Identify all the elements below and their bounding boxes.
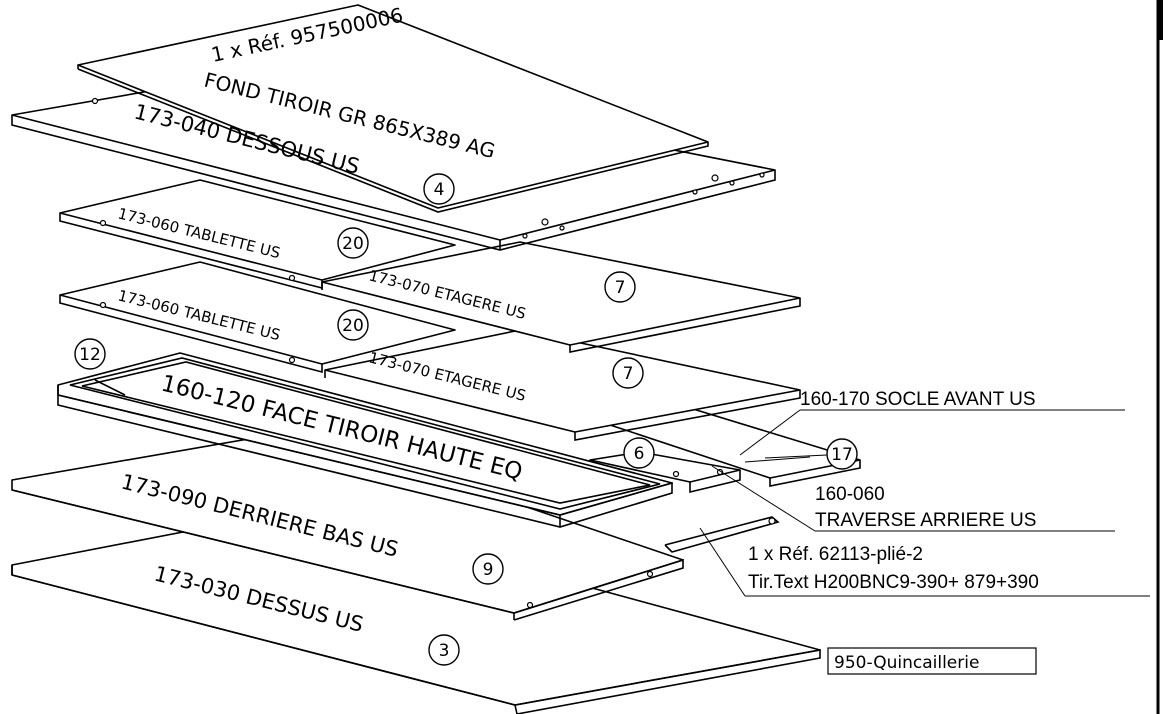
tir-text-label: Tir.Text H200BNC9-390+ 879+390 xyxy=(748,572,1039,593)
balloon-9: 9 xyxy=(472,553,504,585)
quincaillerie-label: 950-Quincaillerie xyxy=(834,653,979,673)
svg-text:12: 12 xyxy=(79,345,101,365)
svg-text:20: 20 xyxy=(342,234,364,254)
traverse-code-label: 160-060 xyxy=(815,484,885,505)
balloon-12: 12 xyxy=(74,338,106,370)
traverse-leader xyxy=(711,465,816,532)
balloon-20-bottom: 20 xyxy=(337,309,369,341)
traverse-name-label: TRAVERSE ARRIERE US xyxy=(815,510,1036,531)
svg-text:7: 7 xyxy=(615,278,626,298)
balloon-3: 3 xyxy=(428,634,460,666)
panel-etagere-1 xyxy=(321,241,801,353)
balloon-4: 4 xyxy=(423,173,455,205)
tir-leader xyxy=(699,527,746,597)
panel-fond xyxy=(77,4,709,213)
socle-label: 160-170 SOCLE AVANT US xyxy=(800,389,1036,410)
svg-text:7: 7 xyxy=(623,364,634,384)
panel-face-tiroir xyxy=(57,352,673,528)
svg-text:20: 20 xyxy=(342,316,364,336)
svg-text:9: 9 xyxy=(483,560,494,580)
balloon-6: 6 xyxy=(623,437,655,469)
drawer-rod xyxy=(664,516,780,553)
quincaillerie-box xyxy=(827,647,1037,675)
panel-derriere xyxy=(11,429,684,621)
balloon-17: 17 xyxy=(764,438,858,470)
svg-text:6: 6 xyxy=(634,444,645,464)
svg-text:3: 3 xyxy=(439,641,450,661)
balloon-7-top: 7 xyxy=(604,271,636,303)
svg-text:4: 4 xyxy=(434,180,445,200)
socle-leader xyxy=(739,409,801,456)
tir-ref-label: 1 x Réf. 62113-plié-2 xyxy=(748,544,923,565)
balloon-7-bottom: 7 xyxy=(612,357,644,389)
balloon-20-top: 20 xyxy=(337,227,369,259)
svg-text:17: 17 xyxy=(831,445,853,465)
panel-etagere-2 xyxy=(324,329,801,441)
